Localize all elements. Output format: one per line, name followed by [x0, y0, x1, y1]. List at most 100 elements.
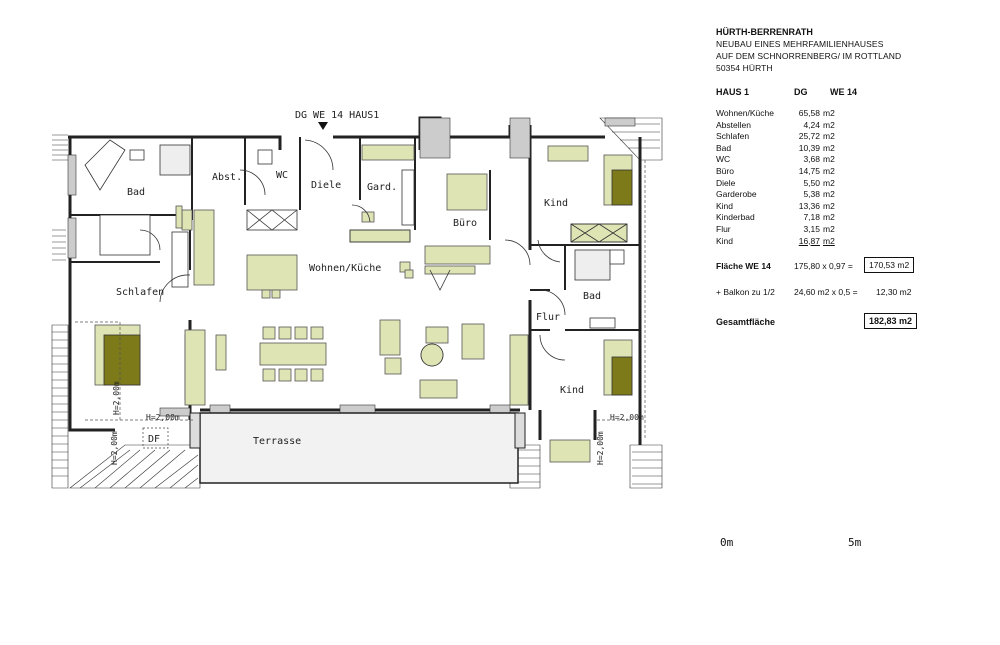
room-label-bad: Bad: [127, 187, 145, 198]
unit-haus: HAUS 1: [716, 87, 750, 97]
entrance-marker-icon: [318, 122, 328, 130]
room-label-wc: WC: [276, 170, 288, 181]
unit-floor: DG: [794, 87, 808, 97]
area-name: Wohnen/Küche: [716, 108, 774, 118]
slope-lines: [75, 160, 646, 440]
floor-plan: DG WE 14 HAUS1 Bad Abst. WC Diele Gard. …: [51, 110, 663, 489]
beds: [103, 169, 633, 396]
area-value: 16,87: [798, 235, 820, 246]
windows: [67, 117, 636, 417]
area-value: 3,15: [803, 223, 820, 234]
room-label-diele: Diele: [311, 180, 341, 191]
area-value: 3,68: [803, 154, 820, 165]
area-value: 13,36: [798, 200, 820, 211]
area-unit: m2: [823, 223, 835, 234]
room-label-kind1: Kind: [544, 198, 568, 209]
height-label: H=2,00m: [146, 413, 180, 422]
area-unit: m2: [823, 142, 835, 153]
area-unit: m2: [823, 165, 835, 176]
room-label-schlafen: Schlafen: [116, 287, 164, 298]
kitchen-counters: [184, 329, 529, 406]
area-unit: m2: [823, 119, 835, 130]
project-line1: NEUBAU EINES MEHRFAMILIENHAUSES: [716, 39, 884, 49]
plan-title: DG WE 14 HAUS1: [295, 110, 379, 121]
area-name: Bad: [716, 142, 732, 153]
flaeche-row: Fläche WE 14 175,80 x 0,97 = 170,53 m2: [716, 257, 986, 277]
room-label-gard: Gard.: [367, 182, 397, 193]
flaeche-label: Fläche WE 14: [716, 261, 771, 272]
area-value: 4,24: [803, 119, 820, 130]
area-info-panel: HÜRTH-BERRENRATH NEUBAU EINES MEHRFAMILI…: [716, 26, 986, 333]
fixtures: [84, 139, 625, 367]
area-value: 65,58: [798, 108, 820, 118]
gesamt-label: Gesamtfläche: [716, 317, 776, 328]
balkon-row: + Balkon zu 1/2 24,60 m2 x 0,5 = 12,30 m…: [716, 283, 986, 303]
area-unit: m2: [823, 131, 835, 142]
gesamt-row: Gesamtfläche 182,83 m2: [716, 313, 986, 333]
doors: [139, 139, 566, 361]
area-name: Schlafen: [716, 131, 750, 142]
room-label-df: DF: [148, 434, 160, 445]
cabinets: [99, 169, 628, 288]
area-value: 14,75: [798, 165, 820, 176]
area-unit: m2: [823, 108, 835, 118]
area-value: 7,18: [803, 212, 820, 223]
unit-header: HAUS 1 DG WE 14: [716, 86, 986, 98]
flaeche-formula: 175,80 x 0,97 =: [794, 261, 853, 272]
area-name: Abstellen: [716, 119, 751, 130]
area-unit: m2: [823, 154, 835, 165]
walls: [68, 116, 642, 445]
room-label-flur: Flur: [536, 312, 560, 323]
scale-end-label: 5m: [848, 536, 862, 549]
area-unit: m2: [823, 212, 835, 223]
room-label-terrasse: Terrasse: [253, 436, 301, 447]
area-name: WC: [716, 154, 731, 165]
room-label-abst: Abst.: [212, 172, 242, 183]
area-name: Kind: [716, 235, 734, 246]
area-value: 5,50: [803, 177, 820, 188]
height-label: H=2,00m: [610, 413, 644, 422]
balkon-label: + Balkon zu 1/2: [716, 287, 775, 298]
area-unit: m2: [823, 200, 835, 211]
project-title: HÜRTH-BERRENRATH: [716, 27, 813, 37]
scale-start-label: 0m: [720, 536, 734, 549]
area-unit: m2: [823, 177, 835, 188]
project-line2: AUF DEM SCHNORRENBERG/ IM ROTTLAND: [716, 51, 902, 61]
room-label-kind2: Kind: [560, 385, 584, 396]
area-name: Diele: [716, 177, 736, 188]
height-label: H=2,00m: [110, 431, 119, 465]
room-label-buero: Büro: [453, 218, 477, 229]
area-name: Flur: [716, 223, 731, 234]
flaeche-result: 170,53 m2: [864, 257, 915, 274]
height-label: H=2,00m: [112, 381, 121, 415]
area-unit: m2: [823, 189, 835, 200]
area-name: Garderobe: [716, 189, 757, 200]
area-name: Büro: [716, 165, 734, 176]
area-value: 5,38: [803, 189, 820, 200]
gesamt-result: 182,83 m2: [864, 313, 918, 330]
balkon-result: 12,30 m2: [876, 287, 912, 298]
terrace: [189, 412, 526, 484]
room-label-bad2: Bad: [583, 291, 601, 302]
unit-number: WE 14: [830, 87, 858, 97]
balkon-formula: 24,60 m2 x 0,5 =: [794, 287, 858, 298]
area-name: Kind: [716, 200, 734, 211]
area-value: 25,72: [798, 131, 820, 142]
area-name: Kinderbad: [716, 212, 755, 223]
area-value: 10,39: [798, 142, 820, 153]
height-label: H=2,00m: [596, 431, 605, 465]
room-label-wohnen: Wohnen/Küche: [309, 263, 381, 274]
